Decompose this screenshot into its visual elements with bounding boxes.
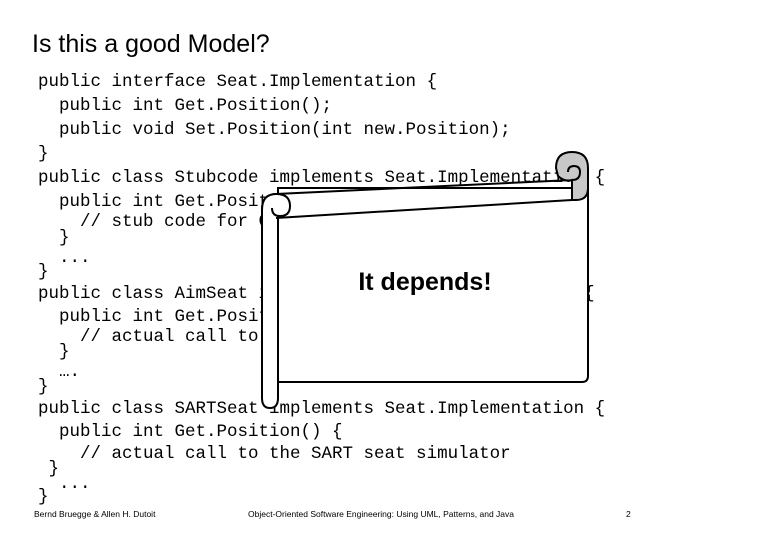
footer-book-title: Object-Oriented Software Engineering: Us… [248,509,514,519]
code-line: // actual call to the SART seat simulato… [38,444,511,464]
slide-title: Is this a good Model? [32,30,270,58]
code-line: } [38,342,70,362]
code-line: } [38,262,49,282]
code-line: } [38,459,60,479]
code-line: public int Get.Position() { [38,422,343,442]
code-line: public interface Seat.Implementation { [38,72,438,92]
page-number: 2 [626,509,631,519]
footer-authors: Bernd Bruegge & Allen H. Dutoit [34,509,156,519]
code-line: public int Get.Position(); [38,96,333,116]
code-line: } [38,377,49,397]
code-line: ... [38,248,91,268]
code-line: } [38,487,49,507]
callout-text: It depends! [358,268,492,296]
code-line: …. [38,362,81,382]
code-line: } [38,228,70,248]
code-line: public void Set.Position(int new.Positio… [38,120,511,140]
code-line: public class Stubcode implements Seat.Im… [38,168,606,188]
code-line: } [38,144,49,164]
code-line: ... [38,474,91,494]
code-line: public class SARTSeat implements Seat.Im… [38,399,606,419]
